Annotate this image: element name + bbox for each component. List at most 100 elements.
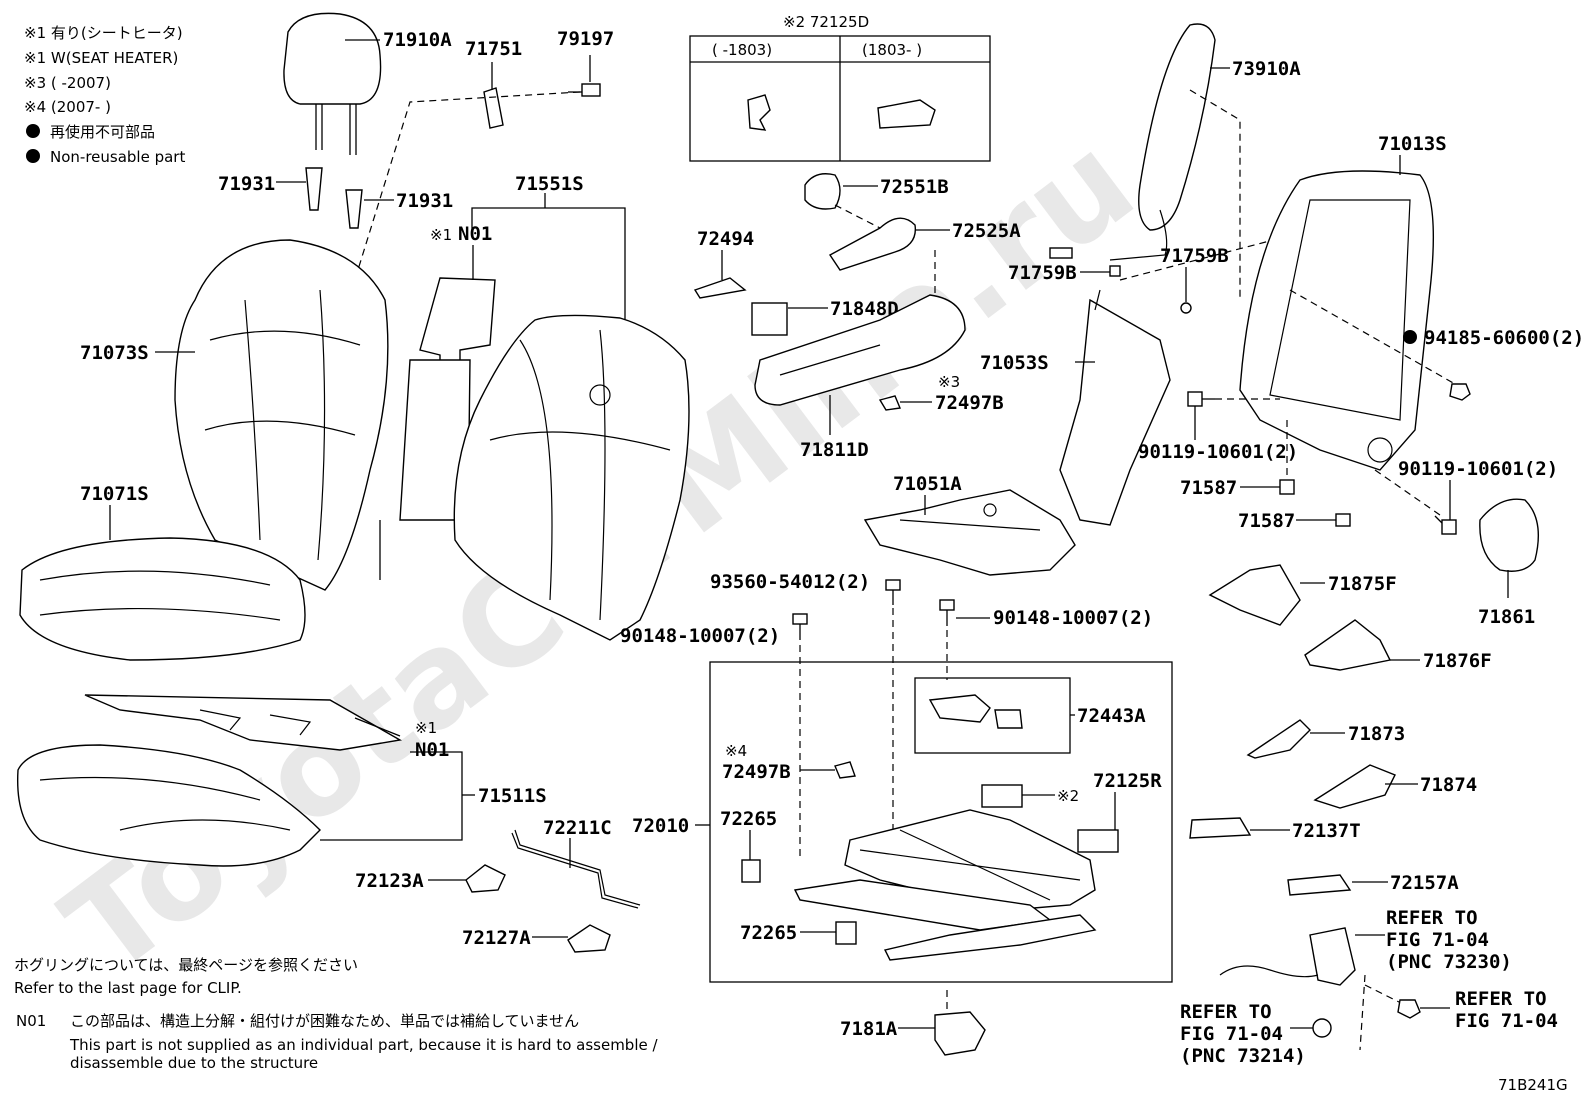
label-72494: 72494	[697, 228, 754, 250]
adjuster-box-72010	[709, 661, 1173, 983]
clip-71587b	[1335, 513, 1351, 527]
label-71073S: 71073S	[80, 342, 149, 364]
label-72211C: 72211C	[543, 817, 612, 839]
label-N01a: N01	[458, 223, 492, 245]
table-72125D-col2: (1803- )	[862, 41, 922, 59]
cover-71875F	[1208, 564, 1301, 626]
label-71931b: 71931	[396, 190, 453, 212]
cover-72494	[693, 277, 747, 299]
label-71848D: 71848D	[830, 298, 899, 320]
bolt-90148a	[792, 613, 808, 640]
label-90119a: 90119-10601(2)	[1138, 441, 1298, 463]
label-N01b: N01	[415, 739, 449, 761]
footer-n01-en1: This part is not supplied as an individu…	[69, 1036, 658, 1054]
bracket-72123A	[465, 864, 506, 893]
legend: ※1 有り(シートヒータ) ※1 W(SEAT HEATER) ※3 ( -20…	[24, 24, 185, 166]
label-ref1-l3: (PNC 73230)	[1386, 951, 1512, 973]
nonreuse-bullet-icon	[26, 149, 40, 163]
label-79197: 79197	[557, 28, 614, 50]
heater-pad-back	[379, 245, 496, 580]
footer-clip-en: Refer to the last page for CLIP.	[14, 979, 242, 997]
label-71876F: 71876F	[1423, 650, 1492, 672]
switch-7181A	[934, 1011, 986, 1056]
label-71759Bb: 71759B	[1160, 245, 1229, 267]
headrest-71910A	[283, 12, 382, 155]
bracket-72265b	[835, 921, 857, 945]
nonreuse-bullet-icon	[26, 124, 40, 138]
clip-71931b	[345, 189, 394, 229]
cover-72137T	[1189, 817, 1252, 839]
label-72010: 72010	[632, 815, 689, 837]
label-71751: 71751	[465, 38, 522, 60]
cover-71848D	[751, 302, 788, 336]
legend-nonreuse-jp: 再使用不可部品	[50, 123, 155, 141]
frame-71051A	[863, 489, 1076, 576]
legend-note1-en: ※1 W(SEAT HEATER)	[24, 49, 178, 67]
label-72265a: 72265	[720, 808, 777, 830]
wire-72211C	[511, 829, 641, 909]
label-71910A: 71910A	[383, 29, 452, 51]
legend-note3: ※3 ( -2007)	[24, 74, 111, 92]
airbag-73910A	[1049, 23, 1216, 261]
label-ref1-l1: REFER TO	[1386, 907, 1478, 929]
heater-pad-cushion	[84, 694, 403, 751]
label-90148a: 90148-10007(2)	[620, 625, 780, 647]
guide-71751	[483, 62, 504, 129]
screw-79197	[568, 55, 601, 97]
clip-71759Bb	[1180, 302, 1192, 314]
label-72157A: 72157A	[1390, 872, 1459, 894]
legend-nonreuse-en: Non-reusable part	[50, 148, 185, 166]
label-72123A: 72123A	[355, 870, 424, 892]
nut-ref	[1397, 999, 1421, 1019]
label-ref2-l1: REFER TO	[1455, 988, 1547, 1010]
clip-72497B-a	[878, 395, 901, 411]
seat-cushion-cover-71071S	[19, 537, 306, 661]
footer-n01-code: N01	[16, 1012, 46, 1030]
footer: ホグリングについては、最終ページを参照ください Refer to the las…	[14, 956, 658, 1072]
trim-71873	[1246, 719, 1311, 759]
label-73910A: 73910A	[1232, 58, 1301, 80]
label-ref2-l2: FIG 71-04	[1455, 1010, 1558, 1032]
label-ref3-l1: REFER TO	[1180, 1001, 1272, 1023]
label-71053S: 71053S	[980, 352, 1049, 374]
bolt-90119a	[1187, 391, 1215, 407]
lever-72525A	[828, 217, 917, 271]
bracket-72125D-inbox	[981, 784, 1023, 808]
cushion-pad-71511S	[16, 744, 321, 867]
label-N01a-mark: ※1	[430, 226, 452, 244]
label-72497B-mark: ※3	[938, 373, 960, 391]
table-72125D: ※2 72125D ( -1803) (1803- )	[689, 13, 991, 162]
label-72497B2-mark: ※4	[725, 742, 747, 760]
footer-n01-jp: この部品は、構造上分解・組付けが困難なため、単品では補給していません	[70, 1012, 579, 1030]
table-72125D-title: ※2 72125D	[783, 13, 869, 31]
label-90148b: 90148-10007(2)	[993, 607, 1153, 629]
label-94185: 94185-60600(2)	[1424, 327, 1584, 349]
label-72125R: 72125R	[1093, 770, 1162, 792]
label-71931a: 71931	[218, 173, 275, 195]
label-ref3-l2: FIG 71-04	[1180, 1023, 1283, 1045]
seatbelt-buckle	[1219, 927, 1356, 1038]
bracket-72265a	[741, 859, 761, 883]
label-71587b: 71587	[1238, 510, 1295, 532]
label-71051A: 71051A	[893, 473, 962, 495]
label-72497B2: 72497B	[722, 761, 791, 783]
cover-72157A	[1287, 874, 1352, 896]
shield-71811D	[754, 294, 966, 406]
label-7181A: 7181A	[840, 1018, 898, 1040]
bracket-72127A	[567, 924, 611, 953]
label-72497B: 72497B	[935, 392, 1004, 414]
label-72137T: 72137T	[1292, 820, 1361, 842]
label-71511S: 71511S	[478, 785, 547, 807]
label-72265b: 72265	[740, 922, 797, 944]
bracket-72125R	[1077, 829, 1119, 853]
seatback-frame-71013S	[1239, 170, 1435, 471]
figure-code: 71B241G	[1498, 1076, 1568, 1094]
label-71759Ba: 71759B	[1008, 262, 1077, 284]
bolt-90119b	[1434, 515, 1457, 535]
nut-94185	[1449, 383, 1471, 401]
cover-71876F	[1304, 619, 1392, 671]
label-72525A: 72525A	[952, 220, 1021, 242]
label-72443A: 72443A	[1077, 705, 1146, 727]
